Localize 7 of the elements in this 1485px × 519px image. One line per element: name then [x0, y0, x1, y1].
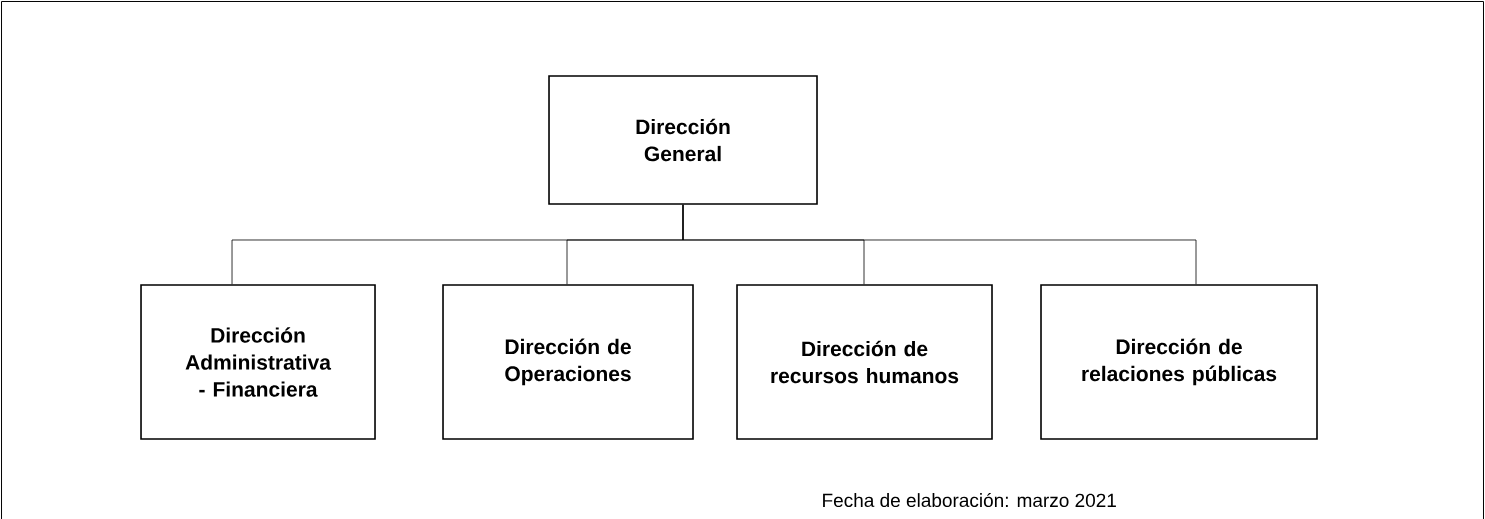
- date-note: Fecha de elaboración: marzo 2021: [823, 492, 1116, 508]
- connector-line: [682, 204, 1197, 285]
- org-box: Dirección de recursos humanos: [736, 284, 993, 440]
- org-box: Dirección General: [548, 75, 818, 205]
- org-box: Dirección de relaciones públicas: [1040, 284, 1318, 440]
- org-box: Dirección Administrativa - Financiera: [140, 284, 376, 440]
- org-box: Dirección de Operaciones: [442, 284, 694, 440]
